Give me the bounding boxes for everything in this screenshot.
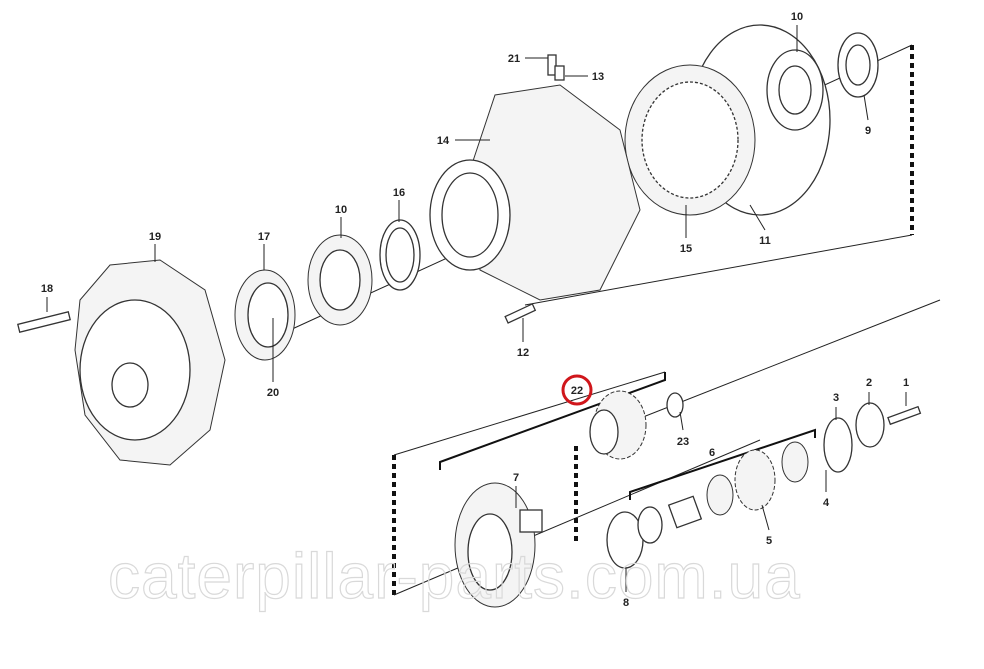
label-22: 22 [571, 385, 583, 397]
label-21: 21 [508, 53, 520, 65]
planet-carrier-7 [454, 482, 543, 608]
label-11: 11 [759, 235, 771, 247]
bearing-10-top [766, 49, 824, 131]
watermark: caterpillar-parts.com.ua [108, 540, 801, 612]
label-5: 5 [766, 535, 772, 547]
label-2: 2 [866, 377, 872, 389]
pin-axis [609, 299, 941, 431]
bracket-7 [439, 372, 666, 470]
label-17: 17 [258, 231, 270, 243]
bolt-1 [887, 405, 922, 426]
label-18: 18 [41, 283, 53, 295]
housing-14 [429, 84, 641, 301]
label-20: 20 [267, 387, 279, 399]
planet-carrier-line [393, 371, 666, 456]
label-9: 9 [865, 125, 871, 137]
label-15: 15 [680, 243, 692, 255]
label-16: 16 [393, 187, 405, 199]
bolt-12 [504, 303, 537, 324]
label-6: 6 [709, 447, 715, 459]
ring-16 [379, 219, 421, 291]
label-19: 19 [149, 231, 161, 243]
circlip-23 [666, 392, 684, 418]
sun-gear-22 [589, 390, 647, 460]
label-12: 12 [517, 347, 529, 359]
label-10-mid: 10 [335, 204, 347, 216]
label-4: 4 [823, 497, 830, 509]
highlight-circle-22 [561, 374, 593, 406]
bracket-6 [629, 428, 816, 500]
ring-gear-15 [624, 64, 756, 216]
nut-9 [837, 32, 879, 98]
label-8: 8 [623, 597, 629, 609]
seal-17 [234, 269, 296, 361]
assembly-line [524, 234, 913, 306]
bearing-10-mid [307, 234, 373, 326]
planet-parts-6 [637, 441, 809, 544]
label-1: 1 [903, 377, 909, 389]
label-7: 7 [513, 472, 519, 484]
leader-lines [46, 25, 907, 592]
carrier-axis [393, 439, 761, 596]
stud-18 [17, 311, 71, 333]
label-10-top: 10 [791, 11, 803, 23]
label-13: 13 [592, 71, 604, 83]
washer-3 [823, 417, 853, 473]
washer-2 [855, 402, 885, 448]
label-3: 3 [833, 392, 839, 404]
screws-21-13 [547, 54, 565, 81]
hub-19 [74, 259, 226, 466]
label-23: 23 [677, 436, 689, 448]
label-14: 14 [437, 135, 450, 147]
